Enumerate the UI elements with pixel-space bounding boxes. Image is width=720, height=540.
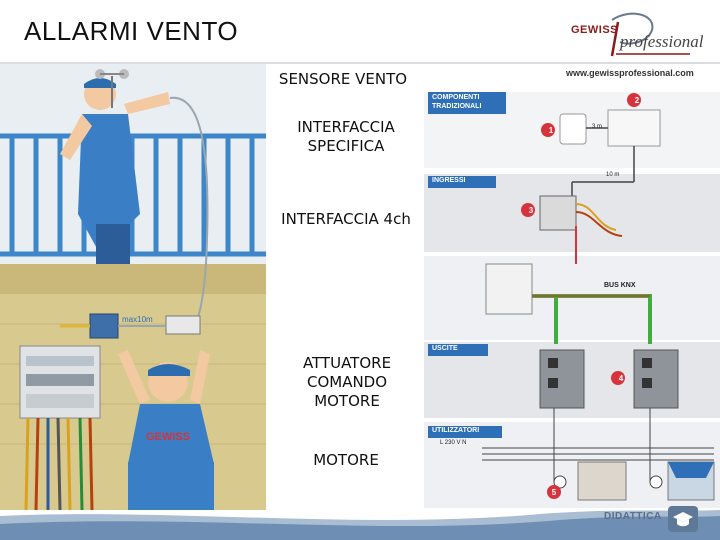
bus-label: BUS KNX: [604, 282, 636, 289]
home-button[interactable]: [668, 506, 698, 532]
graduation-cap-icon: [668, 506, 698, 532]
mains-label: L 230 V N: [440, 440, 470, 447]
electrical-panel: [20, 346, 100, 418]
website-link[interactable]: www.gewissprofessional.com: [566, 68, 694, 78]
marker-2: 2: [631, 96, 643, 105]
marker-3: 3: [525, 206, 537, 215]
label-sensor: SENSORE VENTO: [258, 70, 428, 89]
page-title: ALLARMI VENTO: [24, 16, 238, 47]
label-interface-4ch: INTERFACCIA 4ch: [276, 210, 416, 229]
distance-note: max10m: [122, 315, 153, 324]
section-inputs: INGRESSI: [432, 177, 465, 184]
logo-tagline: professional: [620, 32, 703, 52]
section-components: COMPONENTI TRADIZIONALI: [432, 93, 502, 111]
marker-4: 4: [615, 374, 627, 383]
section-outputs: USCITE: [432, 345, 458, 352]
marker-1: 1: [545, 126, 557, 135]
marker-5: 5: [548, 488, 560, 497]
footer-label: DIDATTICA: [604, 511, 662, 522]
installation-illustration: max10m GEWISS: [0, 64, 266, 510]
label-actuator: ATTUATORE COMANDO MOTORE: [282, 354, 412, 411]
distance-2: 10 m: [606, 172, 619, 178]
logo-brand: GEWISS: [571, 24, 618, 36]
label-motor: MOTORE: [286, 451, 406, 470]
vest-logo: GEWISS: [146, 431, 190, 443]
distance-1: 3 m: [592, 124, 602, 130]
label-interface-specific: INTERFACCIA SPECIFICA: [276, 118, 416, 156]
section-loads: UTILIZZATORI: [432, 427, 479, 434]
